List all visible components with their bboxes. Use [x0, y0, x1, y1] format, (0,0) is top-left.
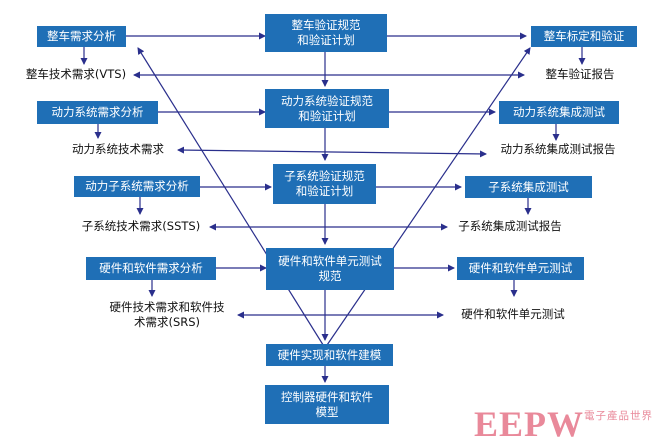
eepw-logo: EEPW 電子產品世界	[474, 404, 654, 442]
ssts-text: 子系统技术需求(SSTS)	[81, 219, 201, 233]
eepw-logo-mark: EEPW	[474, 404, 585, 444]
powertrain-req-analysis-box: 动力系统需求分析	[37, 101, 158, 124]
srs-text: 硬件技术需求和软件技 术需求(SRS)	[109, 300, 225, 329]
vehicle-verif-report-text: 整车验证报告	[545, 67, 615, 81]
powertrain-integration-test-box: 动力系统集成测试	[499, 101, 619, 124]
eepw-logo-subtitle: 電子產品世界	[584, 410, 653, 422]
powertrain-integration-report-text: 动力系统集成测试报告	[500, 142, 616, 156]
vehicle-req-analysis-box: 整车需求分析	[37, 26, 126, 47]
powertrain-sub-req-analysis-box: 动力子系统需求分析	[74, 176, 200, 197]
powertrain-tech-req-text: 动力系统技术需求	[72, 142, 164, 156]
vehicle-calib-verif-box: 整车标定和验证	[531, 26, 637, 47]
subsystem-integration-test-box: 子系统集成测试	[465, 176, 592, 198]
hw-sw-unit-test-spec-box: 硬件和软件单元测试 规范	[266, 248, 394, 290]
hw-impl-sw-modeling-box: 硬件实现和软件建模	[266, 344, 393, 366]
subsystem-integration-report-text: 子系统集成测试报告	[458, 219, 562, 233]
hw-sw-unit-test-text: 硬件和软件单元测试	[461, 307, 565, 321]
powertrain-verif-spec-box: 动力系统验证规范 和验证计划	[265, 89, 389, 128]
subsystem-verif-spec-box: 子系统验证规范 和验证计划	[273, 164, 376, 204]
hw-sw-unit-test-box: 硬件和软件单元测试	[457, 257, 584, 280]
vts-text: 整车技术需求(VTS)	[25, 67, 127, 81]
hw-sw-req-analysis-box: 硬件和软件需求分析	[86, 257, 216, 280]
controller-hw-sw-model-box: 控制器硬件和软件 模型	[265, 385, 389, 424]
v-right-diagonal	[324, 47, 531, 349]
vehicle-verif-spec-box: 整车验证规范 和验证计划	[265, 14, 387, 52]
v-left-diagonal	[137, 47, 326, 349]
